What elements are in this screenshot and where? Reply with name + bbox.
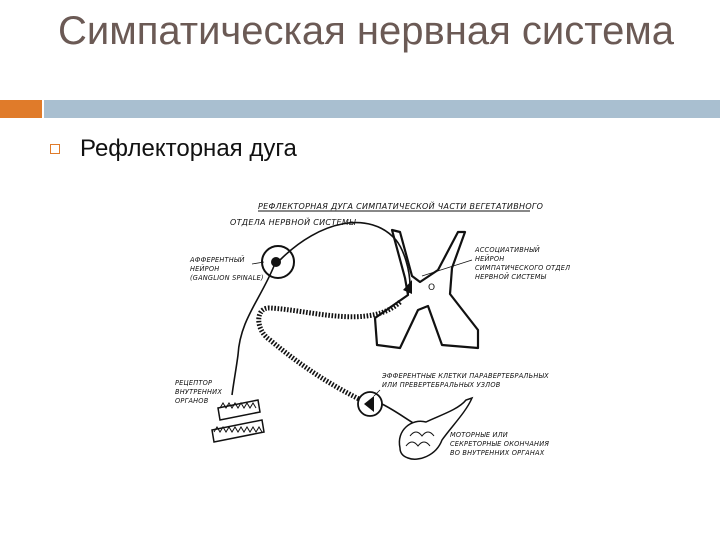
svg-text:АССОЦИАТИВНЫЙ: АССОЦИАТИВНЫЙ <box>474 245 540 254</box>
spinal-cord-grey-matter <box>373 228 480 350</box>
svg-text:ИЛИ ПРЕВЕРТЕБРАЛЬНЫХ УЗЛОВ: ИЛИ ПРЕВЕРТЕБРАЛЬНЫХ УЗЛОВ <box>382 381 501 389</box>
svg-text:РЕЦЕПТОР: РЕЦЕПТОР <box>175 379 212 387</box>
svg-text:ВО ВНУТРЕННИХ ОРГАНАХ: ВО ВНУТРЕННИХ ОРГАНАХ <box>450 449 545 457</box>
receptor-label: РЕЦЕПТОР ВНУТРЕННИХ ОРГАНОВ <box>175 379 222 405</box>
reflex-arc-diagram: РЕФЛЕКТОРНАЯ ДУГА СИМПАТИЧЕСКОЙ ЧАСТИ ВЕ… <box>160 190 570 470</box>
visceral-receptor <box>211 399 265 443</box>
efferent-neuron-body <box>364 396 374 412</box>
afferent-central-fiber <box>279 221 411 287</box>
motor-endings-label: МОТОРНЫЕ ИЛИ СЕКРЕТОРНЫЕ ОКОНЧАНИЯ ВО ВН… <box>450 431 549 457</box>
svg-text:ВНУТРЕННИХ: ВНУТРЕННИХ <box>175 388 222 396</box>
svg-text:СИМПАТИЧЕСКОГО ОТДЕЛА: СИМПАТИЧЕСКОГО ОТДЕЛА <box>475 264 570 272</box>
afferent-neuron-body <box>271 257 281 267</box>
effector-organ <box>398 396 474 460</box>
associative-label: АССОЦИАТИВНЫЙ НЕЙРОН СИМПАТИЧЕСКОГО ОТДЕ… <box>474 245 570 281</box>
svg-text:ОРГАНОВ: ОРГАНОВ <box>175 397 209 405</box>
afferent-label: АФФЕРЕНТНЫЙ НЕЙРОН (GANGLION SPINALE) <box>189 255 264 282</box>
efferent-pointer <box>373 389 381 397</box>
bullet-text: Рефлекторная дуга <box>80 135 297 162</box>
svg-text:НЕРВНОЙ СИСТЕМЫ: НЕРВНОЙ СИСТЕМЫ <box>475 272 547 281</box>
svg-text:АФФЕРЕНТНЫЙ: АФФЕРЕНТНЫЙ <box>189 255 245 264</box>
svg-text:(GANGLION SPINALE): (GANGLION SPINALE) <box>190 274 264 282</box>
diagram-heading-line2: ОТДЕЛА НЕРВНОЙ СИСТЕМЫ <box>230 216 356 227</box>
diagram-heading-line1: РЕФЛЕКТОРНАЯ ДУГА СИМПАТИЧЕСКОЙ ЧАСТИ ВЕ… <box>258 200 543 211</box>
efferent-cells-label: ЭФФЕРЕНТНЫЕ КЛЕТКИ ПАРАВЕРТЕБРАЛЬНЫХ ИЛИ… <box>381 372 549 389</box>
svg-text:НЕЙРОН: НЕЙРОН <box>475 254 504 263</box>
organ-texture <box>405 431 435 447</box>
preganglionic-fiber <box>256 300 402 405</box>
associative-pointer <box>421 259 473 277</box>
svg-text:ЭФФЕРЕНТНЫЕ КЛЕТКИ ПАРАВЕРТЕБР: ЭФФЕРЕНТНЫЕ КЛЕТКИ ПАРАВЕРТЕБРАЛЬНЫХ <box>381 372 549 380</box>
afferent-pointer <box>251 261 265 265</box>
slide-title: Симпатическая нервная система <box>58 9 675 53</box>
afferent-peripheral-fiber <box>231 265 275 396</box>
associative-neuron-body <box>403 280 412 294</box>
title-rule <box>44 100 720 118</box>
bullet-square-icon <box>50 144 60 154</box>
bullet-item: Рефлекторная дуга <box>50 133 297 165</box>
central-canal-label: О <box>428 283 435 293</box>
svg-text:НЕЙРОН: НЕЙРОН <box>190 264 219 273</box>
svg-text:СЕКРЕТОРНЫЕ ОКОНЧАНИЯ: СЕКРЕТОРНЫЕ ОКОНЧАНИЯ <box>450 440 549 448</box>
svg-text:МОТОРНЫЕ ИЛИ: МОТОРНЫЕ ИЛИ <box>450 431 508 439</box>
title-rule-accent <box>0 100 42 118</box>
reflex-arc-svg: РЕФЛЕКТОРНАЯ ДУГА СИМПАТИЧЕСКОЙ ЧАСТИ ВЕ… <box>175 200 570 460</box>
